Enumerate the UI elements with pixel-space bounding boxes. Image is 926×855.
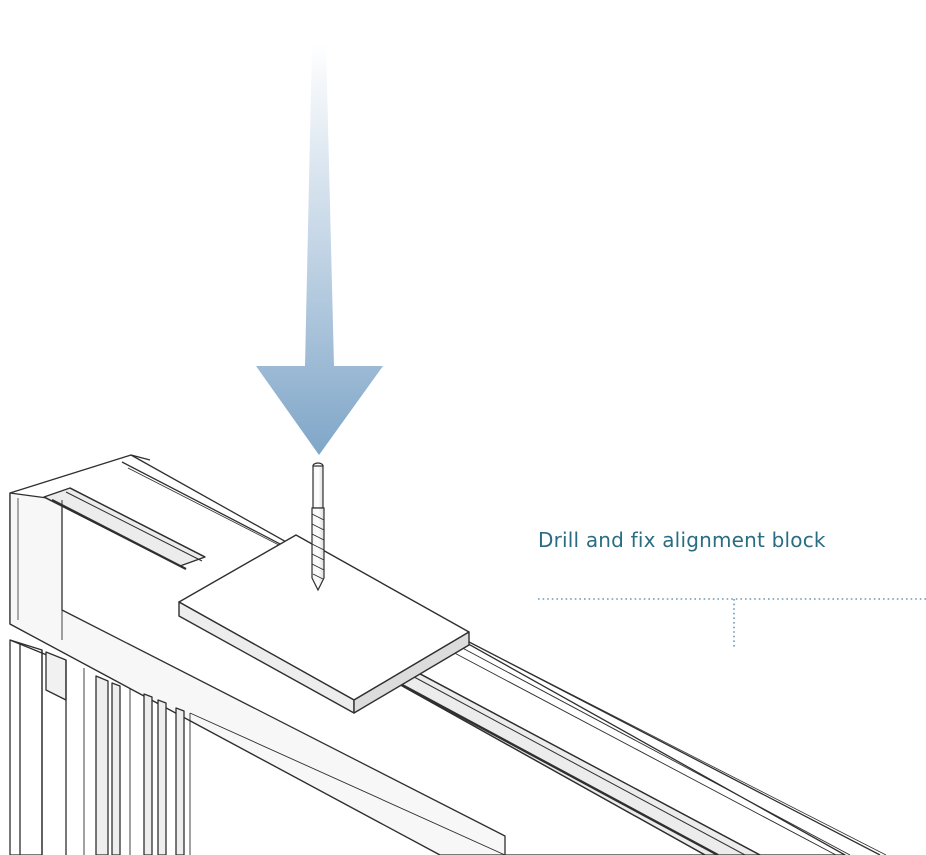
callout-leader xyxy=(538,598,926,647)
callout-label: Drill and fix alignment block xyxy=(538,528,826,552)
down-arrow-icon xyxy=(256,44,383,455)
alignment-block xyxy=(178,534,470,714)
frame-lower-section xyxy=(9,639,43,855)
alignment-block-side xyxy=(353,631,470,714)
glazing-bars xyxy=(95,675,185,855)
drill-bit-icon xyxy=(311,462,325,592)
